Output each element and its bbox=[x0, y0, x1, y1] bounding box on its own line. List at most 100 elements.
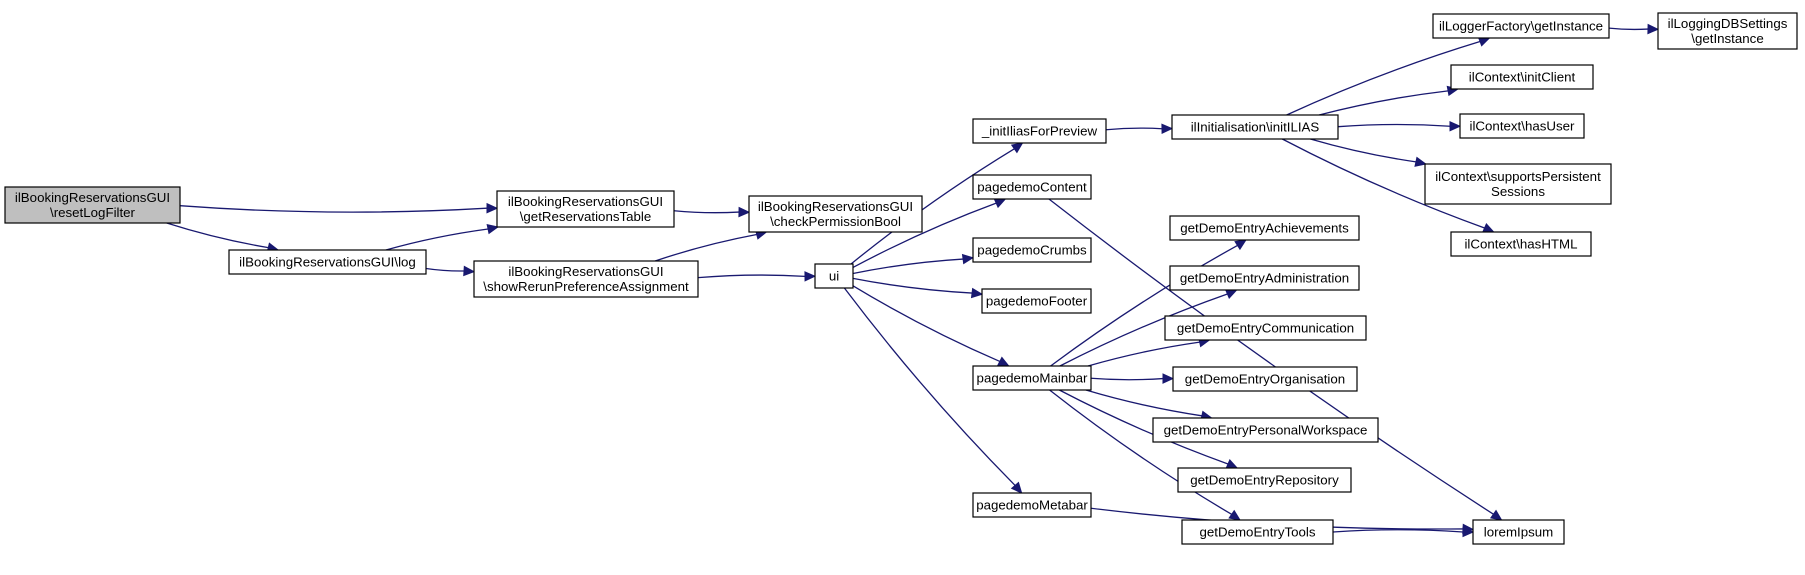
edge-line bbox=[425, 267, 465, 272]
edge-line bbox=[654, 233, 757, 262]
node-label: pagedemoMainbar bbox=[977, 371, 1088, 386]
edge-line bbox=[1286, 40, 1481, 116]
node-show-rerun[interactable]: ilBookingReservationsGUI\showRerunPrefer… bbox=[473, 260, 699, 298]
node-entry-repository[interactable]: getDemoEntryRepository bbox=[1177, 467, 1352, 493]
arrowhead-icon bbox=[996, 356, 1010, 367]
node-box bbox=[473, 260, 699, 298]
node-logging-db-settings[interactable]: ilLoggingDBSettings\getInstance bbox=[1657, 12, 1798, 50]
arrowhead-icon bbox=[1161, 123, 1174, 135]
node-context-has-html[interactable]: ilContext\hasHTML bbox=[1450, 231, 1592, 257]
node-box bbox=[1164, 315, 1367, 341]
arrowhead-icon bbox=[1647, 23, 1660, 35]
node-lorem-ipsum[interactable]: loremIpsum bbox=[1472, 519, 1565, 545]
node-entry-administration[interactable]: getDemoEntryAdministration bbox=[1169, 265, 1360, 291]
node-context-has-user[interactable]: ilContext\hasUser bbox=[1459, 113, 1585, 139]
node-label: ilBookingReservationsGUI bbox=[508, 194, 663, 209]
arrowhead-icon bbox=[1162, 373, 1175, 384]
edge-line bbox=[1310, 138, 1417, 163]
node-label: pagedemoCrumbs bbox=[977, 243, 1087, 258]
node-entry-organisation[interactable]: getDemoEntryOrganisation bbox=[1172, 366, 1358, 392]
edge-get_reservations_table-to-check_permission_bool bbox=[673, 206, 751, 218]
node-pagedemo-content[interactable]: pagedemoContent bbox=[972, 174, 1092, 200]
node-ui[interactable]: ui bbox=[814, 263, 854, 289]
node-init-ilias-for-preview[interactable]: _initIliasForPreview bbox=[972, 118, 1107, 144]
node-box bbox=[972, 174, 1092, 200]
node-pagedemo-footer[interactable]: pagedemoFooter bbox=[981, 288, 1092, 314]
node-label: pagedemoMetabar bbox=[976, 498, 1088, 513]
edge-line bbox=[385, 228, 489, 251]
node-label: ilContext\initClient bbox=[1469, 70, 1576, 85]
node-get-reservations-table[interactable]: ilBookingReservationsGUI\getReservations… bbox=[496, 190, 675, 228]
arrowhead-icon bbox=[1449, 120, 1462, 132]
node-label: getDemoEntryRepository bbox=[1190, 473, 1339, 488]
edge-line bbox=[166, 222, 269, 249]
arrowhead-icon bbox=[1481, 222, 1495, 233]
edge-init_ilias_for_preview-to-init_ilias bbox=[1105, 123, 1174, 135]
edge-line bbox=[852, 285, 1001, 363]
node-label: ilInitialisation\initILIAS bbox=[1191, 120, 1320, 135]
arrowhead-icon bbox=[1414, 156, 1427, 167]
edge-pagedemo_mainbar-to-entry_achievements bbox=[1050, 239, 1247, 367]
node-box bbox=[972, 118, 1107, 144]
arrowhead-icon bbox=[961, 253, 975, 265]
node-label: \getReservationsTable bbox=[520, 209, 652, 224]
node-entry-tools[interactable]: getDemoEntryTools bbox=[1181, 519, 1334, 545]
node-entry-communication[interactable]: getDemoEntryCommunication bbox=[1164, 315, 1367, 341]
node-init-ilias[interactable]: ilInitialisation\initILIAS bbox=[1171, 114, 1339, 140]
node-label: ilBookingReservationsGUI\log bbox=[239, 255, 416, 270]
node-label: ilLoggingDBSettings bbox=[1668, 16, 1788, 31]
node-check-permission-bool[interactable]: ilBookingReservationsGUI\checkPermission… bbox=[748, 195, 923, 233]
edge-log-to-get_reservations_table bbox=[385, 223, 500, 251]
node-label: ilContext\hasHTML bbox=[1464, 237, 1577, 252]
edge-pagedemo_mainbar-to-entry_personal_workspace bbox=[1085, 389, 1213, 421]
node-box bbox=[1459, 113, 1585, 139]
node-pagedemo-crumbs[interactable]: pagedemoCrumbs bbox=[972, 237, 1092, 263]
node-label: ilBookingReservationsGUI bbox=[15, 190, 170, 205]
arrowhead-icon bbox=[1010, 481, 1023, 494]
node-box bbox=[972, 237, 1092, 263]
node-reset-log-filter[interactable]: ilBookingReservationsGUI\resetLogFilter bbox=[4, 186, 181, 224]
node-label: ilBookingReservationsGUI bbox=[508, 264, 663, 279]
edge-line bbox=[1049, 389, 1232, 515]
node-log[interactable]: ilBookingReservationsGUI\log bbox=[228, 249, 427, 275]
edge-logger_factory_get_instance-to-logging_db_settings bbox=[1608, 23, 1660, 35]
node-label: \showRerunPreferenceAssignment bbox=[483, 279, 689, 294]
node-context-init-client[interactable]: ilContext\initClient bbox=[1450, 64, 1594, 90]
node-label: ilContext\supportsPersistent bbox=[1435, 169, 1601, 184]
node-entry-achievements[interactable]: getDemoEntryAchievements bbox=[1169, 215, 1360, 241]
node-label: getDemoEntryAdministration bbox=[1180, 271, 1349, 286]
node-entry-personal-workspace[interactable]: getDemoEntryPersonalWorkspace bbox=[1152, 417, 1379, 443]
node-label: pagedemoContent bbox=[977, 180, 1087, 195]
node-label: Sessions bbox=[1491, 184, 1545, 199]
node-label: _initIliasForPreview bbox=[981, 124, 1098, 139]
arrowhead-icon bbox=[486, 223, 500, 235]
edge-log-to-show_rerun bbox=[425, 265, 476, 277]
edge-line bbox=[1059, 389, 1229, 465]
edge-line bbox=[1332, 529, 1464, 533]
node-box bbox=[1181, 519, 1334, 545]
node-box bbox=[1169, 215, 1360, 241]
edge-line bbox=[1087, 341, 1200, 367]
arrowhead-icon bbox=[1462, 523, 1475, 535]
node-pagedemo-mainbar[interactable]: pagedemoMainbar bbox=[972, 365, 1092, 391]
node-box bbox=[1432, 13, 1610, 39]
edge-line bbox=[1318, 90, 1449, 116]
node-box bbox=[496, 190, 675, 228]
arrowhead-icon bbox=[1234, 239, 1247, 251]
edge-show_rerun-to-ui bbox=[697, 271, 817, 282]
edge-pagedemo_mainbar-to-entry_communication bbox=[1087, 337, 1211, 367]
node-box bbox=[1177, 467, 1352, 493]
node-label: \resetLogFilter bbox=[50, 205, 136, 220]
node-box bbox=[972, 492, 1092, 518]
arrowhead-icon bbox=[1489, 509, 1503, 521]
edge-line bbox=[1048, 198, 1494, 515]
node-box bbox=[972, 365, 1092, 391]
node-box bbox=[1450, 231, 1592, 257]
edge-line bbox=[852, 202, 997, 269]
node-logger-factory-get-instance[interactable]: ilLoggerFactory\getInstance bbox=[1432, 13, 1610, 39]
edge-line bbox=[843, 287, 1016, 486]
node-pagedemo-metabar[interactable]: pagedemoMetabar bbox=[972, 492, 1092, 518]
edge-line bbox=[179, 205, 488, 213]
